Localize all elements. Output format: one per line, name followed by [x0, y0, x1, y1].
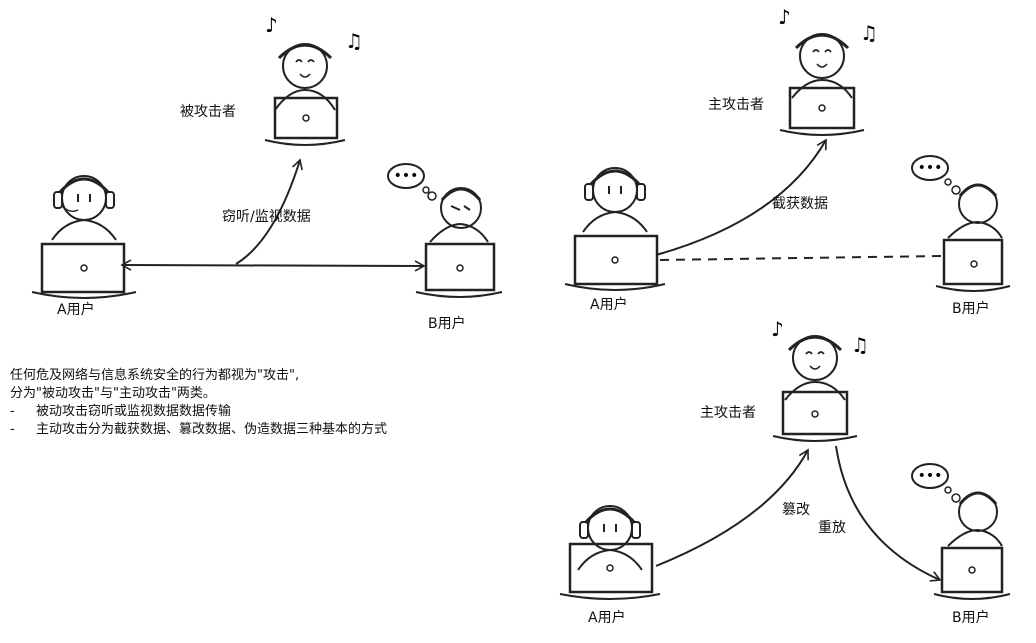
bullet-text: 主动攻击分为截获数据、篡改数据、伪造数据三种基本的方式: [36, 422, 388, 437]
scene2-attacker-figure: ♪ ♫: [778, 5, 878, 136]
scene1-user-a-label: A用户: [57, 302, 95, 318]
scene2-user-b-figure: •••: [911, 155, 1011, 292]
scene3-attacker-figure: ♪ ♫: [771, 317, 869, 442]
scene3-replay-arrow: [835, 445, 942, 582]
scene1-eavesdrop-label: 窃听/监视数据: [222, 209, 311, 225]
scene3-user-b-label: B用户: [952, 610, 990, 626]
svg-text:♪: ♪: [778, 5, 791, 29]
svg-text:•••: •••: [918, 468, 943, 484]
description-bullet-2: - 主动攻击分为截获数据、篡改数据、伪造数据三种基本的方式: [10, 421, 387, 439]
scene3-tamper-arrow: [655, 448, 809, 567]
svg-text:♪: ♪: [771, 317, 784, 341]
scene2-user-a-figure: [564, 167, 666, 291]
description-bullet-1: - 被动攻击窃听或监视数据数据传输: [10, 403, 387, 421]
svg-text:♫: ♫: [851, 333, 869, 357]
scene2-intercept-label: 截获数据: [772, 196, 828, 212]
scene1-eavesdrop-arrow: [235, 158, 303, 265]
bullet-marker: -: [10, 422, 15, 437]
scene2-broken-link: [659, 255, 943, 261]
description-line-1: 任何危及网络与信息系统安全的行为都视为"攻击",: [10, 368, 300, 383]
scene2-attacker-label: 主攻击者: [708, 97, 764, 113]
scene3-user-a-label: A用户: [588, 610, 626, 626]
scene2-user-a-label: A用户: [590, 297, 628, 313]
scene1-attacked-figure: ♪ ♫: [264, 13, 363, 146]
scene3-user-b-figure: •••: [911, 463, 1011, 600]
scene1-user-a-figure: [31, 175, 137, 299]
scene1-user-b-figure: •••: [387, 163, 503, 298]
svg-text:•••: •••: [918, 160, 943, 176]
description-block: 任何危及网络与信息系统安全的行为都视为"攻击", 分为"被动攻击"与"主动攻击"…: [10, 367, 387, 439]
description-line-2: 分为"被动攻击"与"主动攻击"两类。: [10, 386, 216, 401]
scene2-intercept-arrow: [655, 138, 827, 256]
scene1-user-b-label: B用户: [428, 316, 466, 332]
svg-text:♫: ♫: [860, 21, 878, 45]
scene2-user-b-label: B用户: [952, 301, 990, 317]
scene3-user-a-figure: [559, 505, 661, 600]
scene3-tamper-label: 篡改: [782, 502, 810, 518]
scene3-replay-label: 重放: [818, 520, 846, 536]
scene3-attacker-label: 主攻击者: [700, 405, 756, 421]
scene1-attacked-label: 被攻击者: [180, 104, 236, 120]
svg-text:♪: ♪: [265, 13, 278, 37]
bullet-text: 被动攻击窃听或监视数据数据传输: [36, 404, 232, 419]
svg-text:•••: •••: [394, 168, 419, 184]
scene1-ab-link: [120, 259, 426, 272]
svg-text:♫: ♫: [345, 29, 363, 53]
bullet-marker: -: [10, 404, 15, 419]
